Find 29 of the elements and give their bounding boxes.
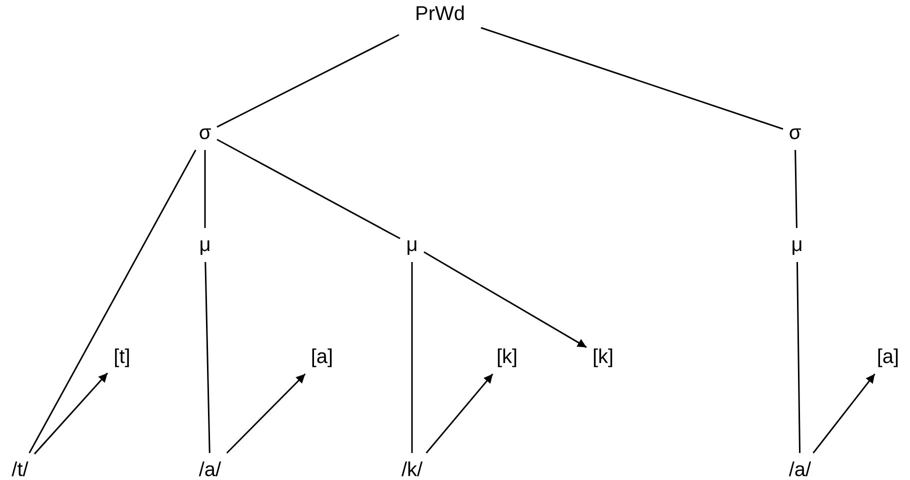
tree-node-label: /t/	[12, 459, 28, 480]
tree-node-label: μ	[791, 234, 803, 256]
tree-branch-line	[204, 150, 206, 228]
tree-branch-line	[28, 150, 196, 454]
tree-node-label: PrWd	[415, 3, 465, 25]
arrow	[424, 251, 587, 348]
tree-node-label: /a/	[198, 459, 222, 480]
tree-branch-line	[216, 34, 400, 128]
arrow	[34, 372, 108, 454]
tree-branch-line	[794, 150, 798, 228]
tree-branch-line	[204, 262, 210, 454]
tree-node-label: [a]	[310, 346, 334, 368]
tree-branch-line	[411, 262, 413, 453]
arrow	[226, 373, 306, 454]
tree-node-label: μ	[406, 234, 418, 256]
arrow	[812, 374, 876, 454]
tree-node-label: σ	[198, 122, 212, 144]
tree-branch-line	[216, 138, 400, 240]
tree-branch-line	[480, 27, 784, 130]
tree-node-label: σ	[788, 122, 802, 144]
tree-node-label: /k/	[401, 459, 423, 480]
arrow	[426, 374, 494, 454]
tree-node-label: μ	[199, 234, 211, 256]
tree-node-label: /a/	[788, 459, 812, 480]
tree-node-label: [t]	[114, 346, 130, 368]
tree-node-label: [a]	[876, 346, 900, 368]
tree-node-label: [k]	[496, 346, 518, 368]
tree-node-label: [k]	[592, 346, 614, 368]
tree-branch-line	[796, 262, 801, 454]
